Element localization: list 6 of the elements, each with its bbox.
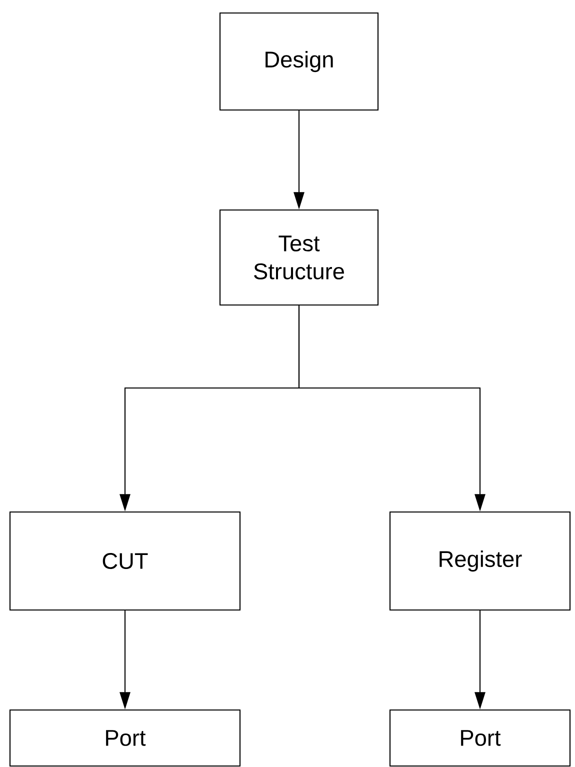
process-box: Port (389, 709, 571, 767)
process-box: Port (9, 709, 241, 767)
process-box: Test Structure (219, 209, 379, 306)
process-box: CUT (9, 511, 241, 611)
process-box: Register (389, 511, 571, 611)
process-box: Design (219, 12, 379, 111)
